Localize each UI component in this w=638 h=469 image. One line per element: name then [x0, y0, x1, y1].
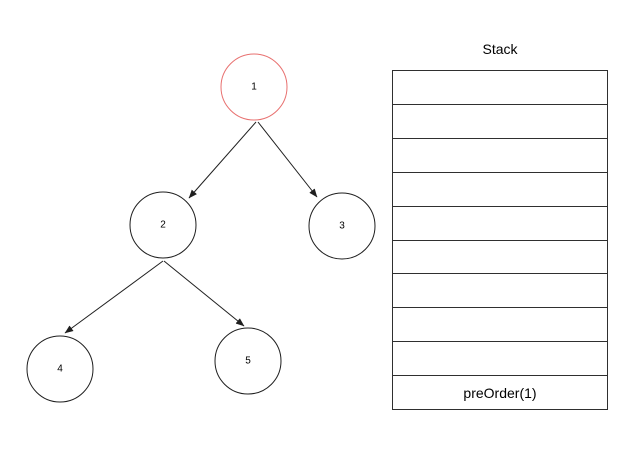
- tree-node-1: [220, 53, 288, 121]
- tree-node-label: 1: [251, 82, 257, 93]
- stack-container: preOrder(1): [392, 70, 608, 410]
- stack-title: Stack: [482, 41, 518, 57]
- tree-node-2: [129, 191, 197, 259]
- tree-node-label: 3: [339, 221, 345, 232]
- stack-cell: [393, 71, 607, 105]
- tree-edges: [64, 121, 318, 334]
- stack-cell: preOrder(1): [463, 384, 537, 401]
- stack-cell: [393, 207, 607, 241]
- stack-cell: [393, 241, 607, 275]
- tree-node-5: [214, 327, 282, 395]
- stack-cell: [393, 342, 607, 377]
- tree-edge-2-5: [163, 260, 245, 327]
- tree-edge-1-3: [257, 121, 318, 198]
- stack-cell: [393, 139, 607, 173]
- stack-cell: [393, 308, 607, 343]
- tree-edge-2-4: [64, 260, 164, 334]
- tree-edge-1-2: [188, 121, 257, 199]
- tree-nodes: 1 2 3 4 5: [26, 53, 376, 403]
- tree-node-4: [26, 335, 94, 403]
- tree-node-3: [308, 192, 376, 260]
- stack-cell: [393, 173, 607, 207]
- tree-node-label: 4: [57, 364, 63, 375]
- tree-node-label: 5: [245, 356, 251, 367]
- stack-cell: [393, 274, 607, 309]
- tree-node-label: 2: [160, 220, 166, 231]
- stack-cell: [393, 105, 607, 139]
